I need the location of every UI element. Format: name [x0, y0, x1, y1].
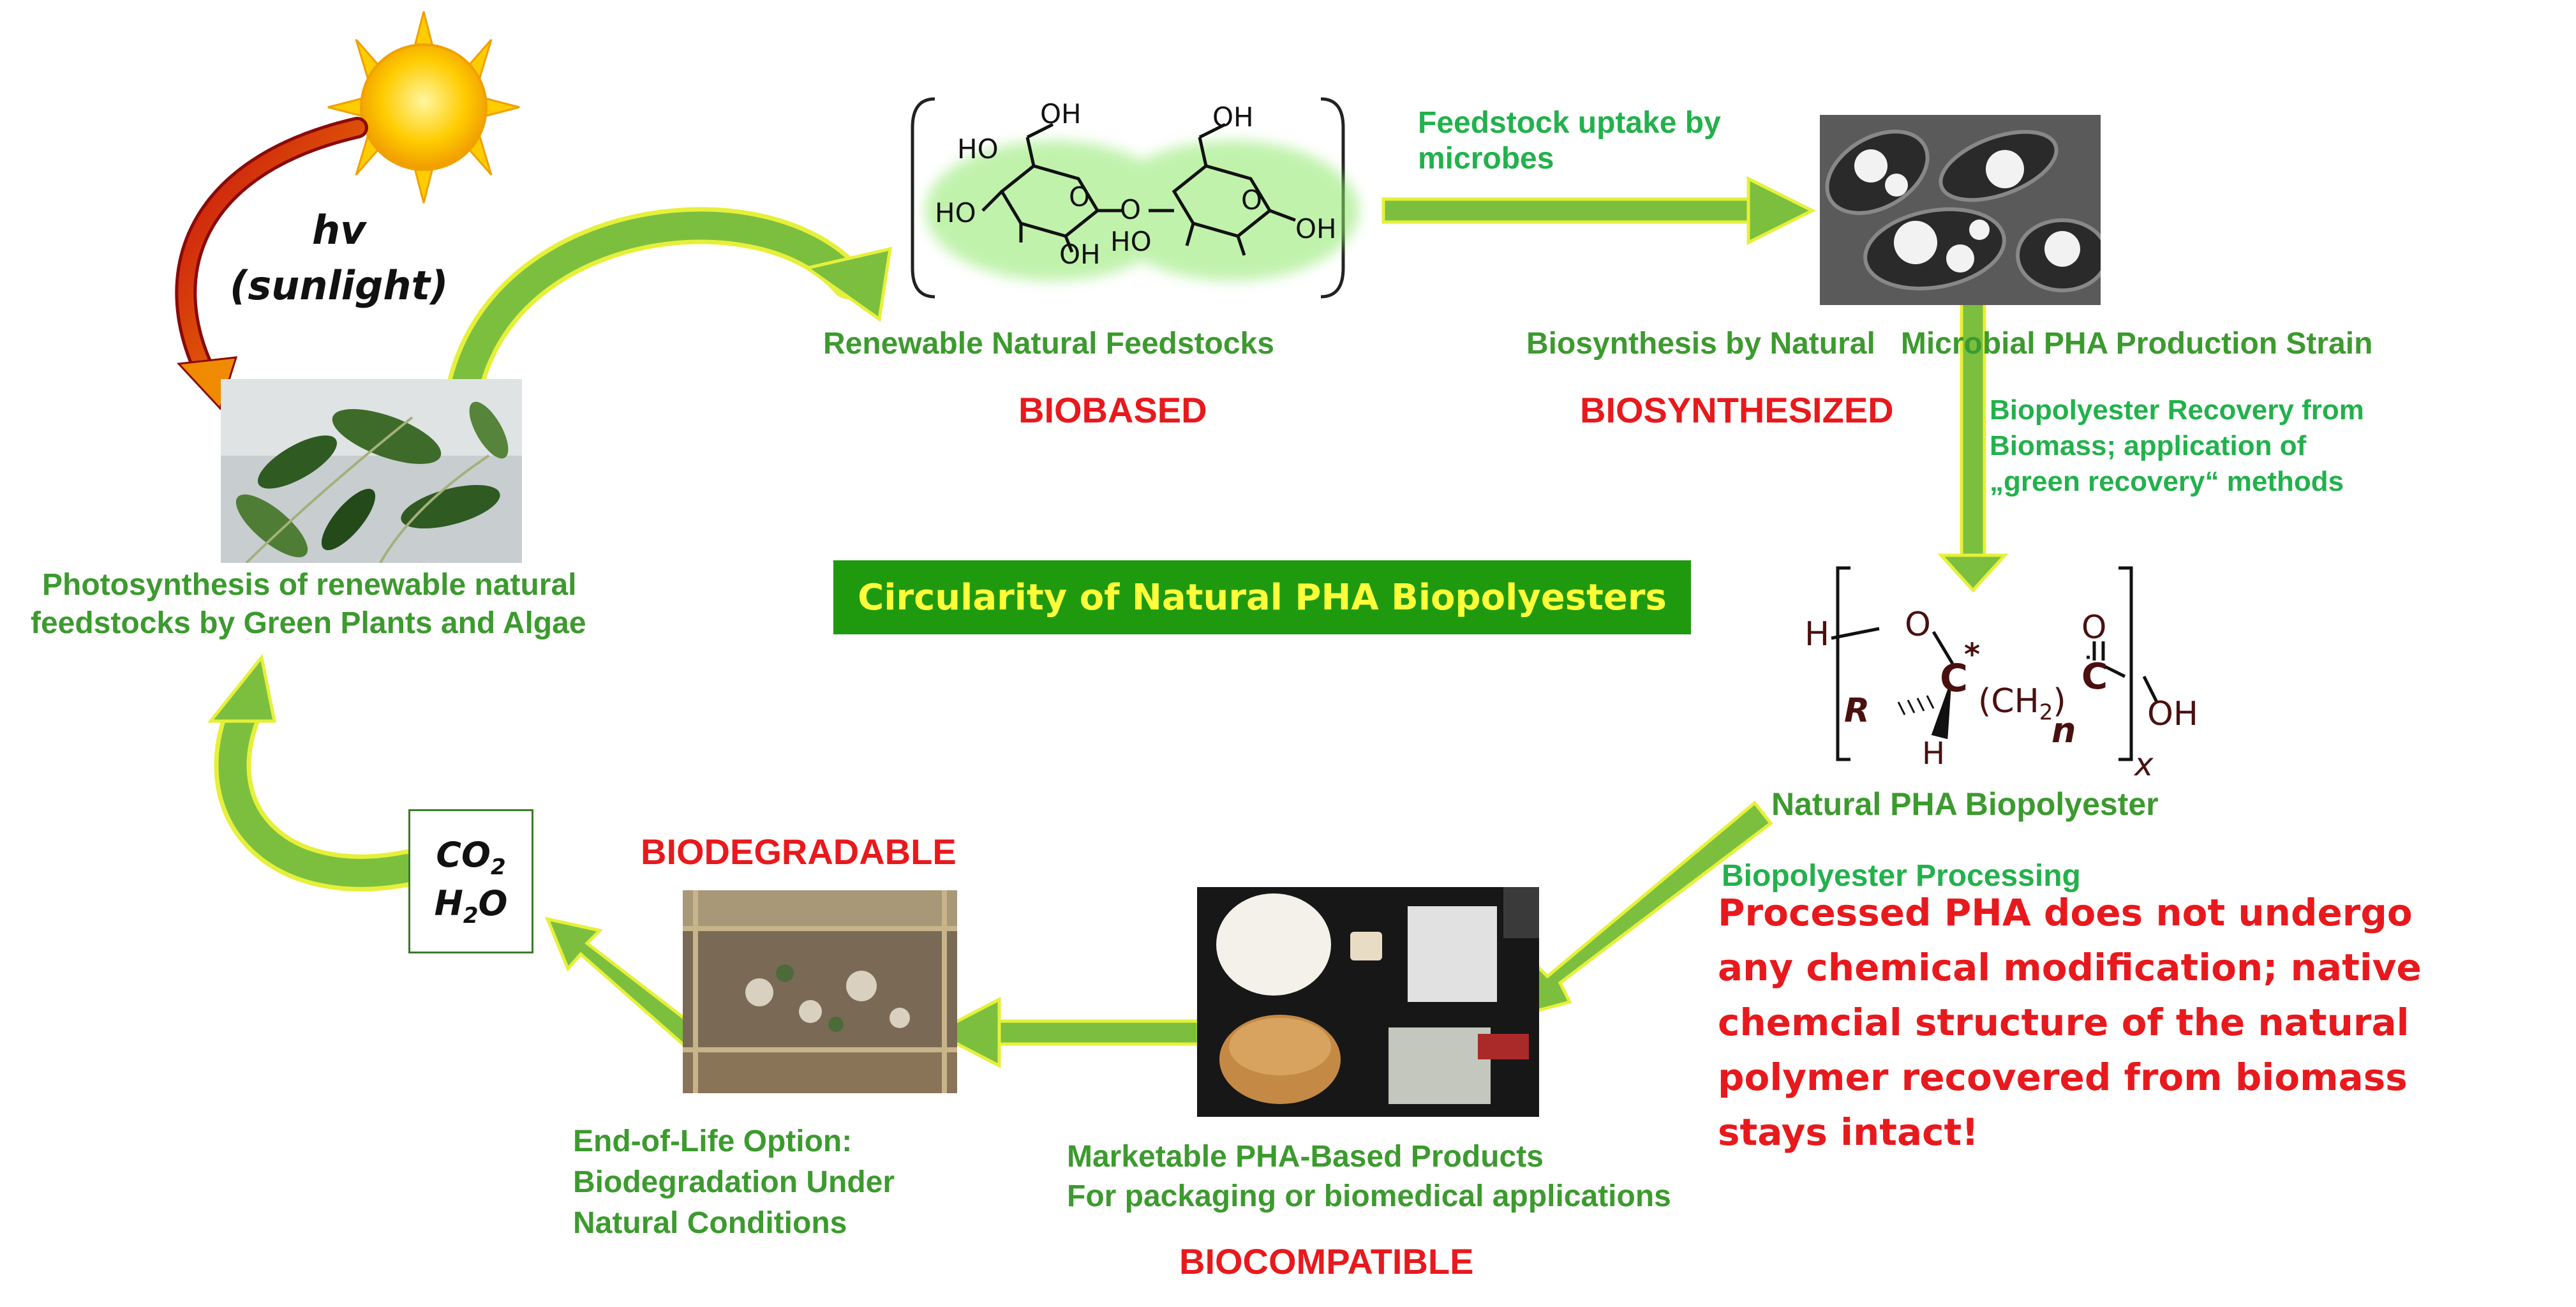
label-eol-3: Natural Conditions: [573, 1206, 847, 1240]
pha-chiral-c: C: [1940, 656, 1969, 701]
microbe-micrograph: [1820, 115, 2101, 305]
note-line-4: polymer recovered from biomass: [1718, 1056, 2408, 1099]
arrow-uptake: [1381, 176, 1816, 246]
label-recovery-1: Biopolyester Recovery from: [1990, 394, 2364, 426]
products-photo: [1197, 887, 1539, 1117]
chem-oh-1: OH: [1059, 239, 1101, 270]
pha-ch2: (CH2): [1978, 682, 2066, 726]
h2o-text: H2O: [434, 883, 508, 929]
arrow-co2-to-plant: [207, 654, 427, 892]
label-eol-1: End-of-Life Option:: [573, 1124, 852, 1158]
sunlight-text: (sunlight): [230, 262, 449, 309]
plant-photo: [221, 379, 522, 563]
co2-h2o-box: CO2 H2O: [408, 809, 533, 953]
label-eol-2: Biodegradation Under: [573, 1165, 895, 1199]
hv-text: hv: [311, 207, 366, 253]
arrow-processing: [1519, 800, 1773, 1017]
diagram-title-box: Circularity of Natural PHA Biopolyesters: [833, 560, 1691, 634]
label-products-1: Marketable PHA-Based Products: [1067, 1140, 1544, 1174]
chem-ho-1: HO: [957, 133, 999, 165]
co2-text: CO2: [436, 835, 506, 880]
chem-ring-o-2: O: [1241, 184, 1263, 216]
pha-h-left: H: [1805, 615, 1830, 654]
pha-star: *: [1964, 637, 1981, 673]
pha-carbonyl-c: C: [2081, 656, 2108, 698]
arrow-products-to-compost: [932, 996, 1200, 1069]
label-processing: Biopolyester Processing: [1722, 859, 2081, 893]
pha-o-ester: O: [1905, 606, 1931, 644]
sunlight-label: hv (sunlight): [230, 203, 449, 314]
label-biosynthesized: BIOSYNTHESIZED: [1580, 390, 1894, 430]
label-uptake-2: microbes: [1418, 142, 1554, 176]
label-biosynthesis: Biosynthesis by Natural Microbial PHA Pr…: [1526, 327, 2373, 361]
note-line-2: any chemical modification; native: [1718, 946, 2422, 989]
chem-ho-3: HO: [1110, 226, 1152, 257]
chem-oh-top-left: OH: [1040, 98, 1082, 130]
label-biobased: BIOBASED: [1018, 390, 1207, 430]
note-line-1: Processed PHA does not undergo: [1718, 891, 2413, 934]
pha-structure: [1831, 566, 2159, 761]
label-biocompatible: BIOCOMPATIBLE: [1179, 1241, 1474, 1281]
chem-oh-top-right: OH: [1212, 101, 1254, 133]
note-line-3: chemcial structure of the natural: [1718, 1001, 2409, 1044]
pha-carbonyl-o: O: [2081, 609, 2107, 646]
label-products-2: For packaging or biomedical applications: [1067, 1179, 1671, 1213]
pha-n: n: [2051, 710, 2076, 751]
label-biodegradable: BIODEGRADABLE: [641, 832, 957, 872]
lactose-structure: [911, 97, 1359, 299]
label-uptake-1: Feedstock uptake by: [1418, 106, 1721, 140]
label-feedstocks: Renewable Natural Feedstocks: [823, 327, 1274, 361]
sun-icon: [327, 11, 520, 204]
arrow-plant-to-feedstock: [447, 207, 893, 401]
pha-r: R: [1844, 692, 1870, 730]
diagram-title: Circularity of Natural PHA Biopolyesters: [858, 576, 1667, 618]
pha-x: x: [2134, 746, 2154, 783]
chem-oh-2: OH: [1295, 213, 1337, 244]
label-recovery-2: Biomass; application of: [1990, 430, 2307, 461]
pha-h-bottom: H: [1922, 736, 1946, 772]
chem-ho-2: HO: [935, 197, 976, 228]
pha-oh: OH: [2147, 695, 2199, 733]
label-photosynthesis-2: feedstocks by Green Plants and Algae: [31, 606, 586, 640]
chem-ring-o-1: O: [1069, 181, 1091, 213]
note-line-5: stays intact!: [1718, 1110, 1979, 1154]
label-photosynthesis-1: Photosynthesis of renewable natural: [42, 568, 577, 602]
compost-photo: [683, 890, 957, 1093]
label-recovery-3: „green recovery“ methods: [1990, 466, 2344, 497]
chem-bridge-o: O: [1120, 194, 1142, 225]
label-pha: Natural PHA Biopolyester: [1771, 786, 2159, 822]
